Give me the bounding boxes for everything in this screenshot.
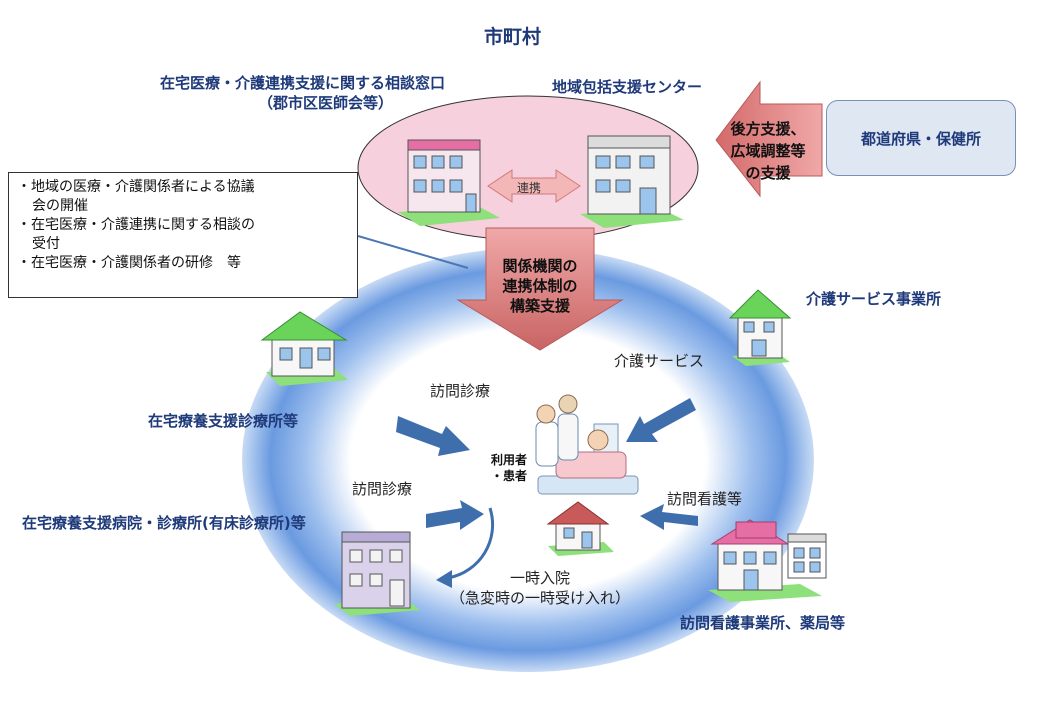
admission-label: 一時入院 （急変時の一時受け入れ） bbox=[440, 568, 640, 608]
build-support-text: 関係機関の 連携体制の 構築支援 bbox=[476, 256, 604, 316]
note-item: ・地域の医療・介護関係者による協議 bbox=[17, 179, 255, 195]
consult-building-icon bbox=[398, 139, 500, 226]
build-line: 連携体制の bbox=[502, 277, 578, 295]
home-visit-label-lower: 訪問診療 bbox=[352, 480, 413, 498]
consult-window-label: 在宅医療・介護連携支援に関する相談窓口 bbox=[160, 74, 446, 92]
care-service-label: 介護サービス bbox=[614, 352, 705, 370]
clinic-house-icon bbox=[260, 311, 348, 386]
consult-window-sublabel: （郡市区医師会等） bbox=[258, 94, 394, 112]
notes-callout-line bbox=[357, 235, 469, 269]
backup-line: 広域調整等 bbox=[730, 142, 806, 160]
hospital-building-icon bbox=[334, 531, 420, 616]
admission-arrowhead bbox=[436, 570, 452, 588]
admission-line: 一時入院 bbox=[509, 569, 570, 587]
nurse-station-label: 訪問看護事業所、薬局等 bbox=[680, 614, 846, 632]
kaigo-service-arrow bbox=[626, 398, 696, 442]
homon-arrow-lower bbox=[426, 500, 484, 530]
note-item: ・在宅医療・介護関係者の研修 等 bbox=[17, 255, 241, 271]
care-office-house-icon bbox=[728, 289, 792, 366]
build-line: 関係機関の bbox=[502, 257, 578, 275]
note-item-cont: 受付 bbox=[32, 236, 60, 252]
clinic-label: 在宅療養支援診療所等 bbox=[148, 412, 299, 430]
chiiki-center-building-icon bbox=[580, 135, 684, 228]
homon-arrow-upper bbox=[396, 416, 470, 456]
backup-arrow bbox=[715, 80, 823, 198]
home-visit-label-upper: 訪問診療 bbox=[430, 382, 491, 400]
patient-line: 利用者 bbox=[490, 453, 527, 467]
note-item: ・在宅医療・介護連携に関する相談の bbox=[17, 217, 255, 233]
note-item-cont: 会の開催 bbox=[32, 198, 88, 214]
patient-line: ・患者 bbox=[490, 469, 527, 483]
notes-box: ・地域の医療・介護関係者による協議 会の開催 ・在宅医療・介護連携に関する相談の… bbox=[8, 172, 358, 298]
home-nursing-label: 訪問看護等 bbox=[667, 490, 743, 508]
prefecture-label: 都道府県・保健所 bbox=[860, 129, 981, 148]
nurse-station-buildings-icon bbox=[708, 519, 827, 602]
prefecture-box: 都道府県・保健所 bbox=[826, 100, 1016, 176]
renkei-label: 連携 bbox=[517, 181, 542, 195]
patient-care-scene-icon bbox=[535, 394, 639, 495]
admission-curve-arrow bbox=[447, 507, 495, 580]
page-title: 市町村 bbox=[484, 26, 542, 48]
admission-line: （急変時の一時受け入れ） bbox=[449, 589, 630, 607]
hospital-label: 在宅療養支援病院・診療所(有床診療所)等 bbox=[22, 514, 306, 532]
build-support-arrow bbox=[456, 227, 624, 351]
care-office-label: 介護サービス事業所 bbox=[806, 290, 942, 308]
homon-nurse-arrow bbox=[640, 504, 698, 530]
home-icon bbox=[546, 501, 614, 556]
backup-line: 後方支援、 bbox=[730, 120, 806, 138]
backup-line: の支援 bbox=[745, 164, 791, 182]
patient-label: 利用者 ・患者 bbox=[484, 452, 534, 484]
chiiki-center-label: 地域包括支援センター bbox=[552, 78, 703, 96]
backup-support-text: 後方支援、 広域調整等 の支援 bbox=[716, 118, 820, 184]
renkei-double-arrow bbox=[487, 169, 581, 203]
build-line: 構築支援 bbox=[509, 297, 570, 315]
